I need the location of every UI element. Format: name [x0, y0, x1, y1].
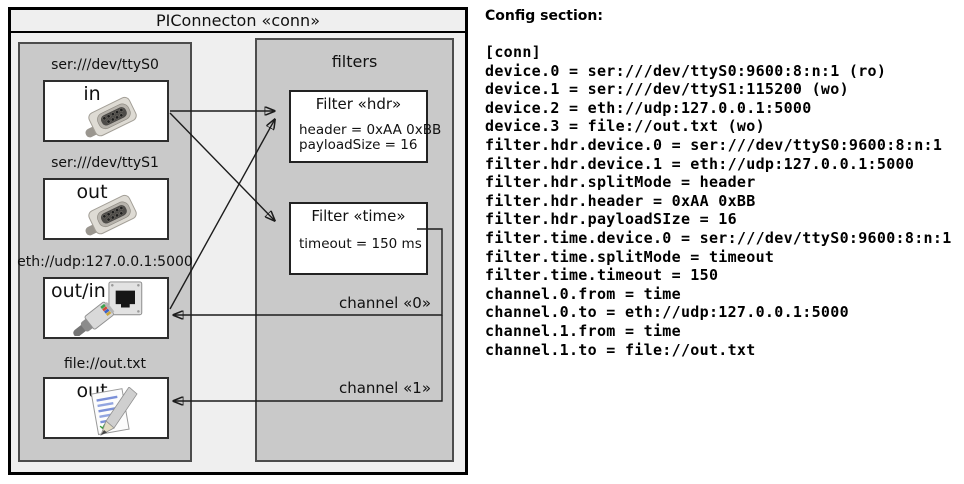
device-direction: out/in [51, 280, 106, 302]
device-label-ttys1: ser:///dev/ttyS1 [51, 155, 159, 171]
config-line: filter.hdr.header = 0xAA 0xBB [485, 191, 756, 210]
filter-property: payloadSize = 16 [299, 137, 418, 153]
device-box-file: out [43, 377, 169, 439]
config-line: filter.time.splitMode = timeout [485, 247, 775, 266]
device-direction: in [83, 83, 101, 105]
channel-0-label: channel «0» [338, 294, 431, 312]
piconnector-frame: PIConnecton «conn» ser:///dev/ttyS0 in s… [8, 7, 468, 475]
config-line: filter.hdr.payloadSIze = 16 [485, 210, 737, 229]
device-direction: out [76, 181, 108, 203]
config-lines: [conn] device.0 = ser:///dev/ttyS0:9600:… [485, 43, 952, 359]
device-box-eth: out/in [43, 277, 169, 339]
ethernet-connector-icon [68, 281, 143, 336]
device-label-eth: eth://udp:127.0.0.1:5000 [17, 254, 193, 270]
device-box-ttys1: out [43, 178, 169, 240]
filter-property: timeout = 150 ms [299, 236, 422, 252]
channel-1-label: channel «1» [338, 379, 431, 397]
device-label-ttys0: ser:///dev/ttyS0 [51, 57, 159, 73]
config-line: filter.hdr.device.1 = eth://udp:127.0.0.… [485, 154, 915, 173]
serial-connector-icon [78, 193, 139, 239]
config-line: filter.time.timeout = 150 [485, 266, 719, 285]
device-box-ttys0: in [43, 80, 169, 142]
diagram-title: PIConnecton «conn» [156, 11, 320, 30]
config-heading: Config section: [485, 8, 603, 24]
config-line: device.0 = ser:///dev/ttyS0:9600:8:n:1 (… [485, 61, 887, 80]
filter-time-box: Filter «time» timeout = 150 ms [289, 202, 428, 275]
config-line: device.3 = file://out.txt (wo) [485, 117, 765, 136]
filters-panel-title: filters [331, 52, 378, 71]
device-label-file: file://out.txt [63, 356, 147, 372]
config-line: channel.0.to = eth://udp:127.0.0.1:5000 [485, 303, 849, 322]
config-line: [conn] [485, 43, 541, 61]
title-divider [8, 31, 468, 33]
config-line: channel.1.to = file://out.txt [485, 340, 756, 359]
serial-connector-icon [78, 95, 139, 141]
config-line: channel.0.from = time [485, 284, 681, 303]
filter-time-title: Filter «time» [311, 207, 406, 225]
config-line: device.2 = eth://udp:127.0.0.1:5000 [485, 98, 812, 117]
filters-panel: filters Filter «hdr» header = 0xAA 0xBB … [255, 38, 454, 462]
config-line: device.1 = ser:///dev/ttyS1:115200 (wo) [485, 80, 849, 99]
config-line: filter.hdr.splitMode = header [485, 173, 756, 192]
filter-hdr-box: Filter «hdr» header = 0xAA 0xBB payloadS… [289, 90, 442, 163]
config-line: channel.1.from = time [485, 321, 681, 340]
text-file-icon [90, 387, 138, 436]
config-line: filter.time.device.0 = ser:///dev/ttyS0:… [485, 228, 952, 247]
filter-hdr-title: Filter «hdr» [315, 95, 402, 113]
config-line: filter.hdr.device.0 = ser:///dev/ttyS0:9… [485, 135, 943, 154]
filter-property: header = 0xAA 0xBB [299, 122, 442, 138]
devices-panel: ser:///dev/ttyS0 in ser:///dev/ttyS1 out… [17, 42, 193, 462]
